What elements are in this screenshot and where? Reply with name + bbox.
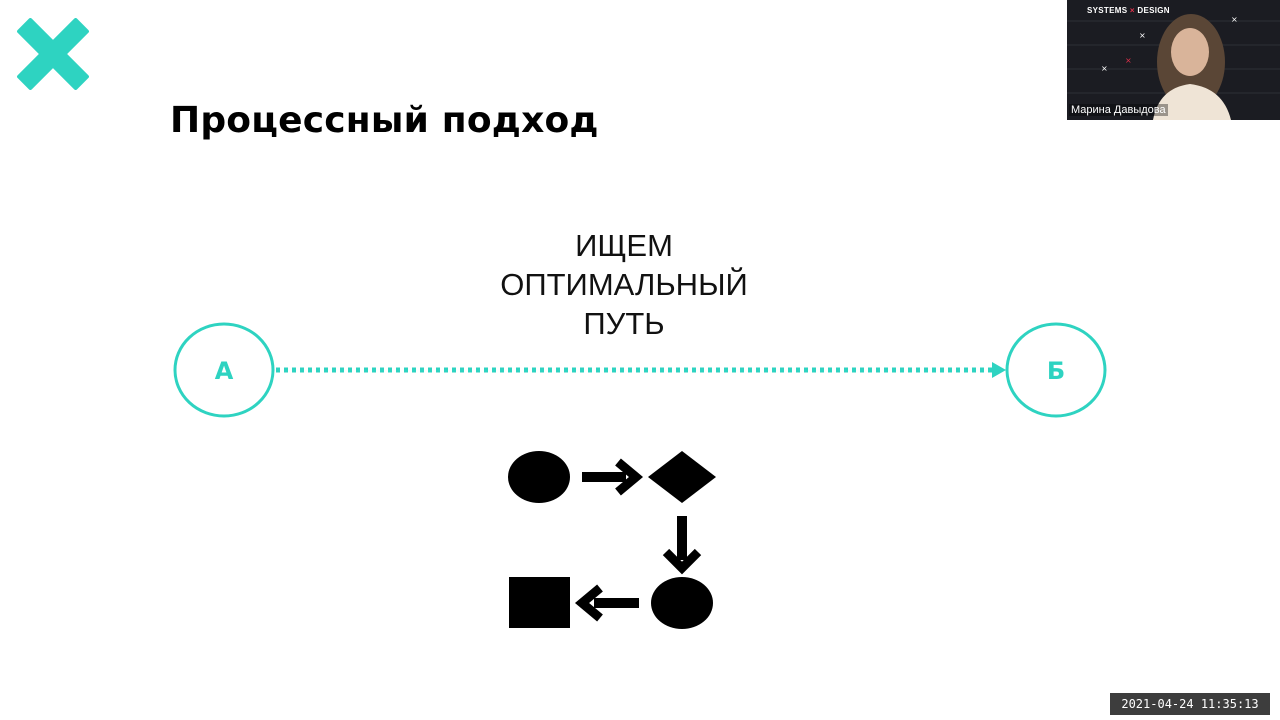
participant-name-label: Марина Давыдова — [1069, 104, 1168, 116]
brand-left: SYSTEMS — [1087, 6, 1127, 15]
svg-text:×: × — [1125, 56, 1132, 65]
webcam-feed[interactable]: × × × × SYSTEMS × DESIGN Марина Давыдова — [1067, 0, 1280, 120]
end-node: Б — [1007, 324, 1105, 416]
end-node-label: Б — [1047, 357, 1065, 385]
svg-text:×: × — [1139, 31, 1146, 40]
flow-circle-end-icon — [651, 577, 713, 629]
brand-separator: × — [1130, 6, 1135, 15]
start-node: А — [175, 324, 273, 416]
path-arrowhead-icon — [992, 362, 1006, 378]
brand-right: DESIGN — [1137, 6, 1169, 15]
svg-text:×: × — [1231, 15, 1238, 24]
flow-circle-start-icon — [508, 451, 570, 503]
webcam-video-icon: × × × × — [1067, 0, 1280, 120]
flow-diamond-icon — [648, 451, 716, 503]
recording-timestamp: 2021-04-24 11:35:13 — [1110, 693, 1270, 715]
flow-arrow-left-icon — [582, 588, 639, 618]
flow-square-icon — [509, 577, 570, 628]
svg-text:×: × — [1101, 64, 1108, 73]
flow-arrow-right-icon — [582, 462, 636, 492]
webcam-brand-text: SYSTEMS × DESIGN — [1087, 6, 1170, 15]
start-node-label: А — [215, 357, 234, 385]
flow-arrow-down-icon — [666, 516, 698, 568]
